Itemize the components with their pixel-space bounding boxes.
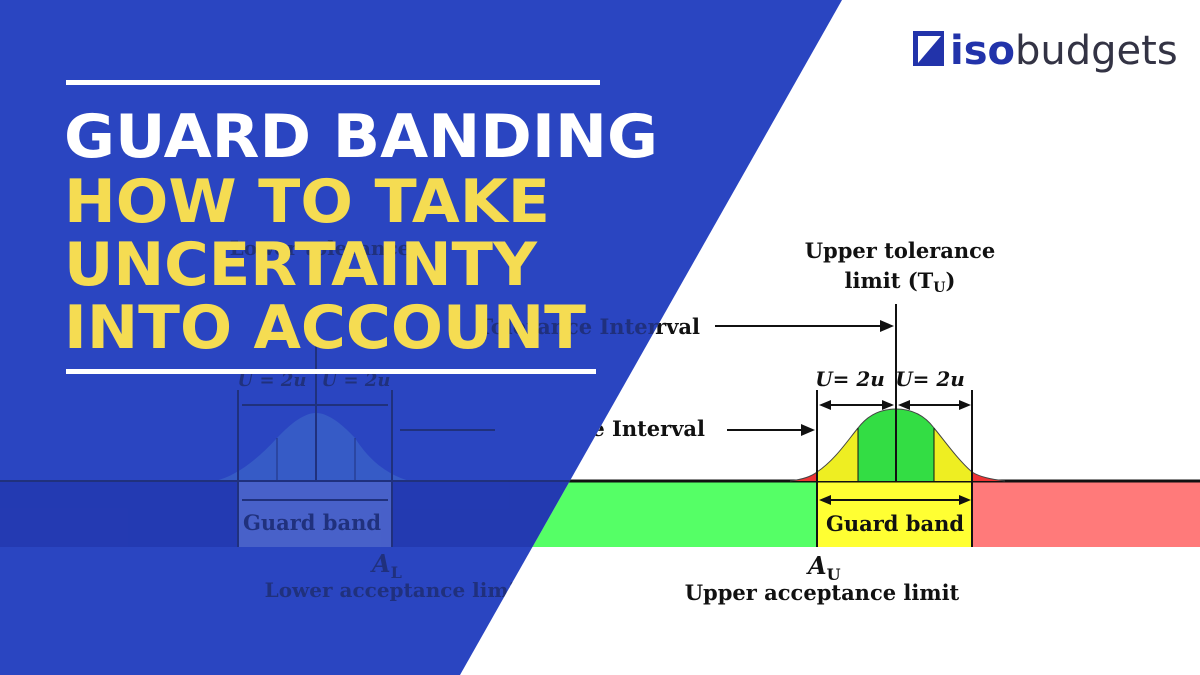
bell-curve-tail-left: [790, 472, 817, 481]
u-arrow-left-head-a: [819, 400, 831, 410]
guard-band-arrow-head-a: [819, 495, 831, 505]
headline-line4: INTO ACCOUNT: [64, 293, 586, 363]
red-zone: [972, 481, 1200, 547]
faded-lower-tolerance-label: Lower tolerance: [230, 236, 411, 260]
blue-panel: [0, 0, 842, 675]
upper-tolerance-label-line2: limit (TU): [845, 268, 956, 296]
upper-acceptance-limit-label: Upper acceptance limit: [685, 580, 960, 605]
headline-rule-top: [66, 80, 600, 85]
u-equals-right-label: U= 2u: [895, 367, 965, 391]
faded-lower-acceptance-limit: Lower acceptance limit: [265, 578, 526, 602]
u-arrow-left-head-b: [882, 400, 894, 410]
u-arrow-right-head-b: [959, 400, 971, 410]
faded-bell-curve: [215, 413, 410, 481]
faded-u-left-label: U = 2u: [238, 370, 307, 391]
faded-lower-diagram: U = 2u U = 2u Guard band AL Lower accept…: [0, 236, 693, 602]
guard-band-diagram: Upper tolerance limit (TU) Tolerance Int…: [460, 238, 1200, 605]
acceptance-interval-arrow-head: [801, 424, 815, 436]
au-label: AU: [806, 551, 841, 584]
u-equals-left-label: U= 2u: [815, 367, 885, 391]
isobudgets-logo[interactable]: isobudgets: [913, 28, 1178, 74]
guard-band-upper-label: Guard band: [826, 511, 964, 536]
tolerance-interval-arrow-head: [880, 320, 894, 332]
upper-tolerance-label-line1: Upper tolerance: [805, 238, 996, 263]
guard-band-arrow-head-b: [959, 495, 971, 505]
logo-wordmark: isobudgets: [950, 28, 1178, 74]
headline-line1: GUARD BANDING: [64, 102, 658, 172]
headline-line2: HOW TO TAKE: [64, 167, 550, 237]
faded-baseline-band: [0, 481, 620, 547]
headline-rule-bottom: [66, 369, 596, 374]
faded-u-right-label: U = 2u: [322, 370, 391, 391]
u-arrow-right-head-a: [898, 400, 910, 410]
headline-line3: UNCERTAINTY: [64, 230, 539, 300]
faded-al-label: AL: [370, 549, 402, 582]
isobudgets-mark-icon: [913, 31, 944, 66]
faded-guard-zone: [238, 481, 392, 547]
yellow-guard-zone: [817, 481, 972, 547]
bell-curve-tail-right: [972, 472, 1005, 481]
faded-guard-band-label: Guard band: [243, 510, 381, 535]
bell-curve-yellow-right: [934, 428, 972, 481]
